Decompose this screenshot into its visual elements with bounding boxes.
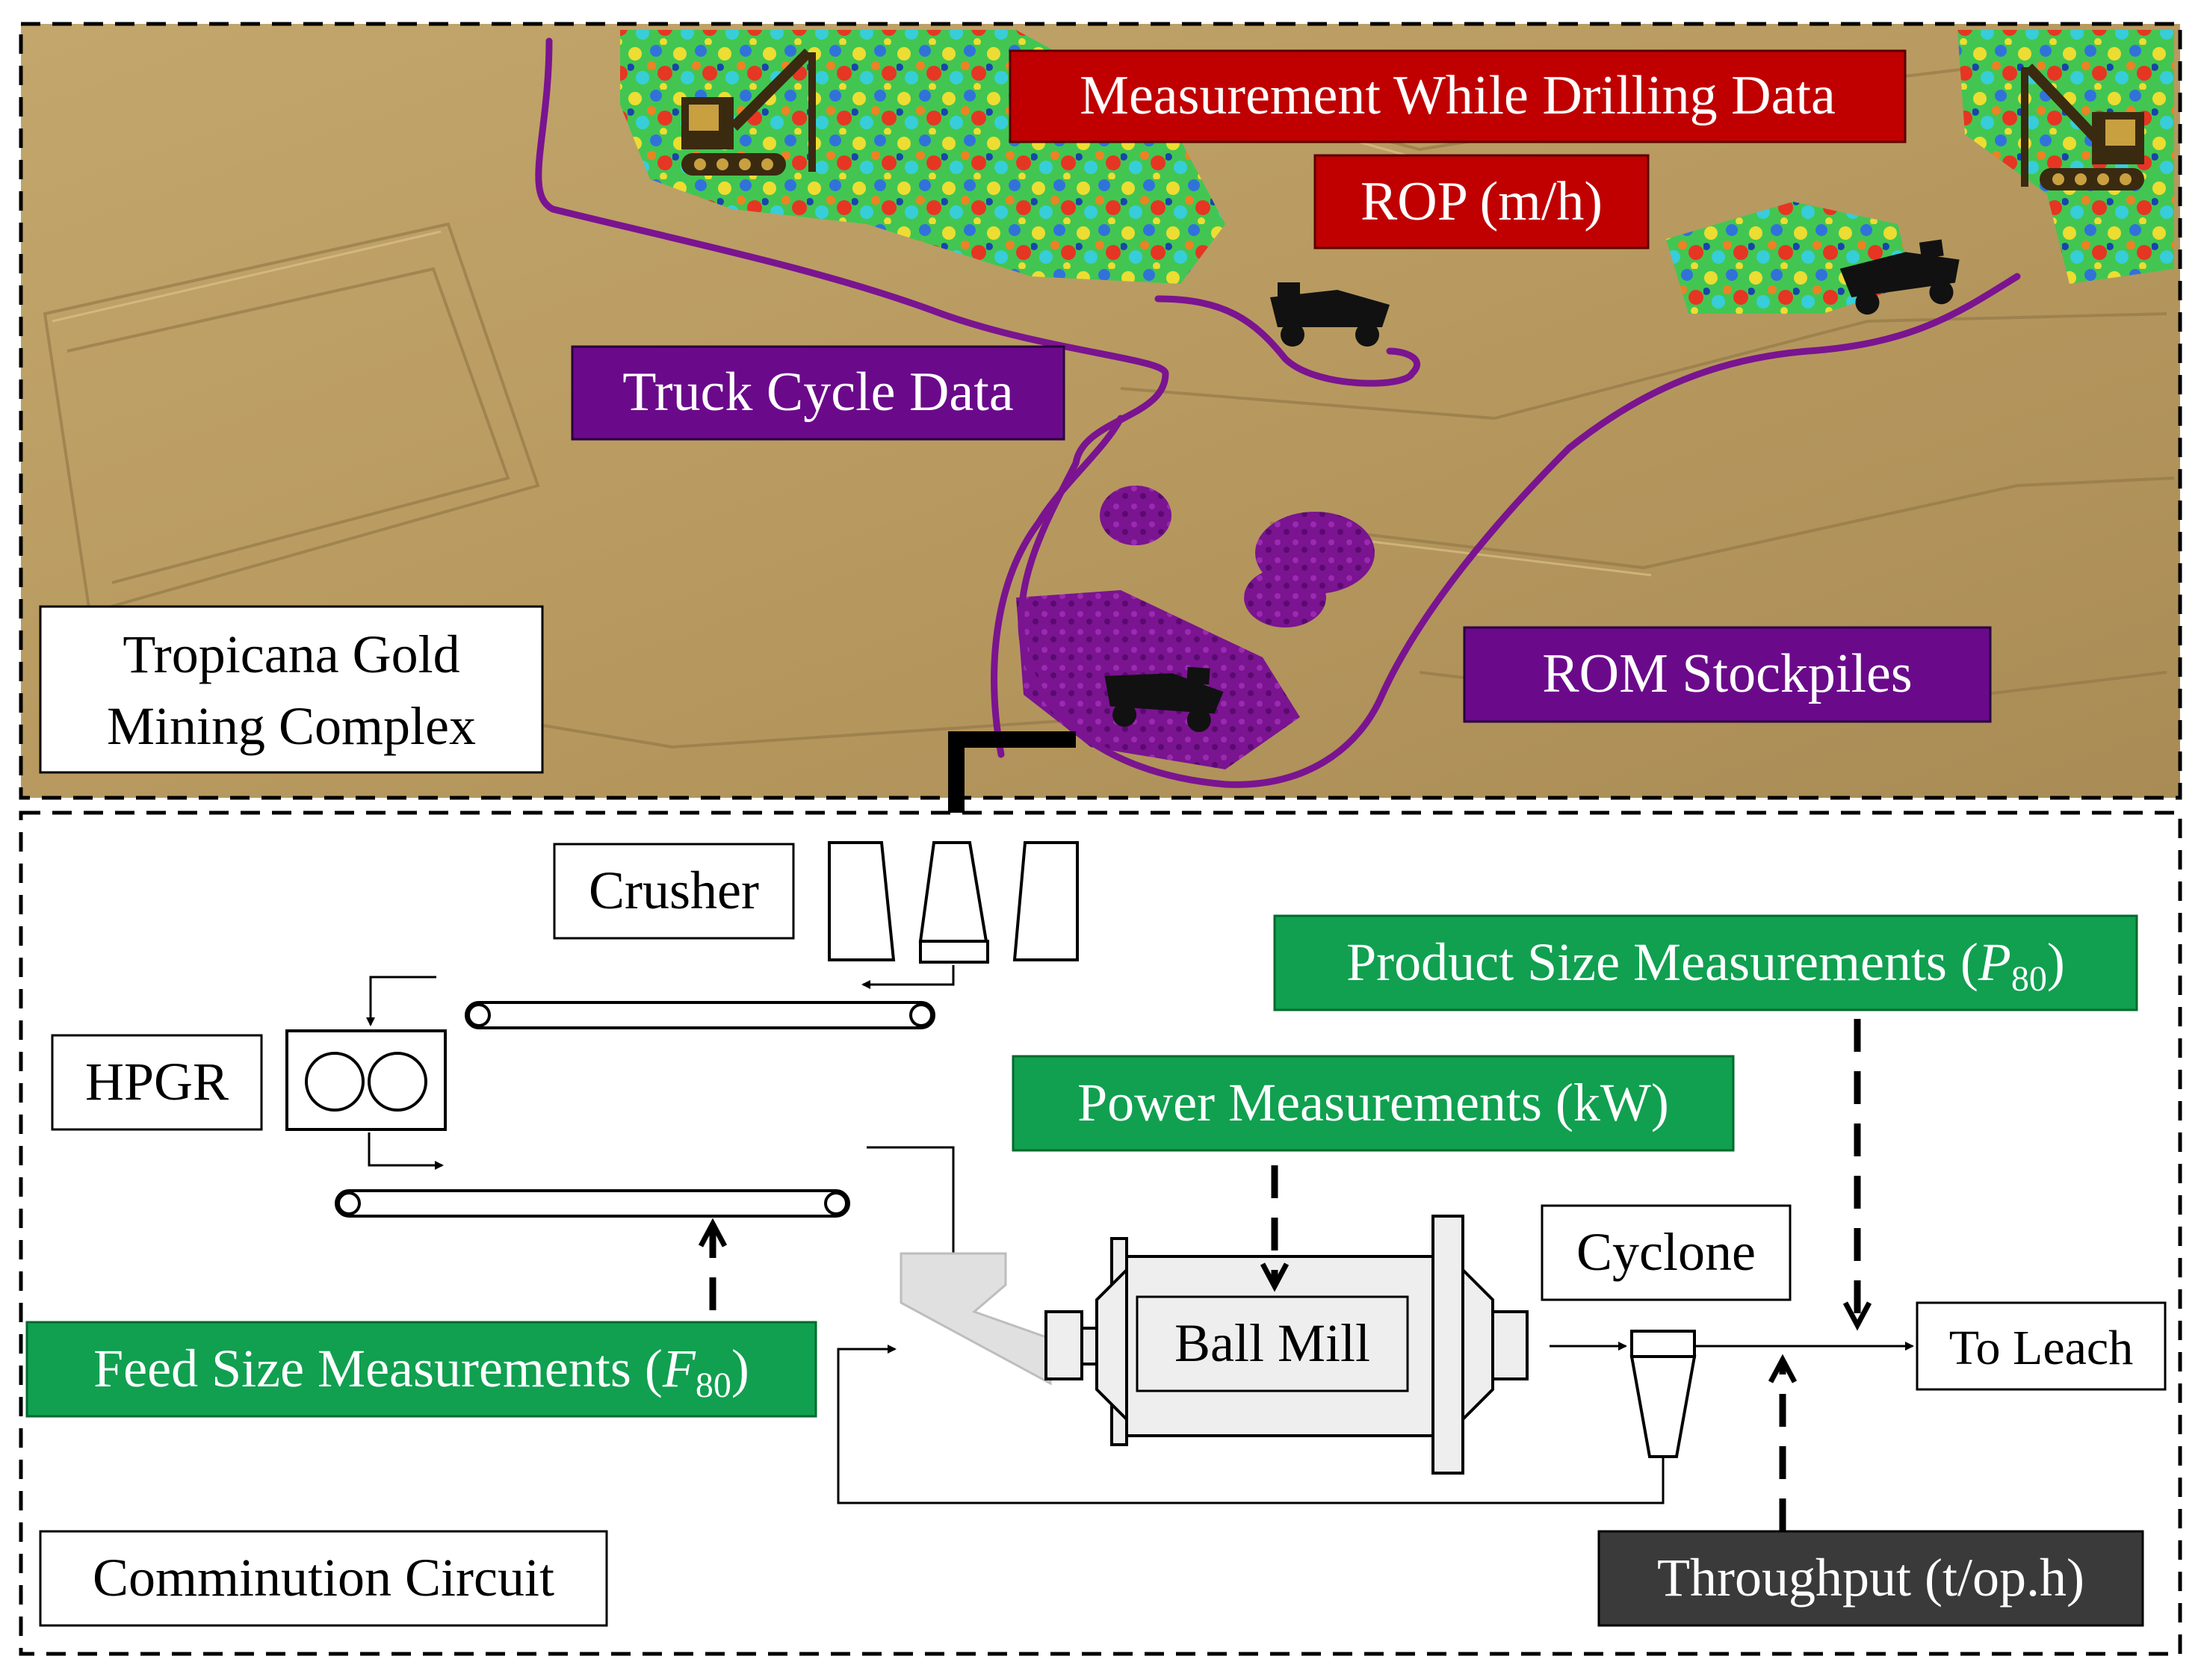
mining-complex-title-line2: Mining Complex — [107, 696, 476, 756]
truck-icon — [1270, 282, 1390, 347]
truck-icon — [1839, 239, 1960, 315]
rom-stockpiles-label: ROM Stockpiles — [1463, 626, 1992, 723]
to-leach-label: To Leach — [1916, 1301, 2167, 1391]
throughput-label: Throughput (t/op.h) — [1597, 1530, 2144, 1627]
haul-roads — [535, 37, 2021, 788]
cyclone-icon — [1629, 1330, 1697, 1458]
power-label-text: Power Measurements (kW) — [1077, 1073, 1669, 1132]
feed-size-label: Feed Size Measurements (F80) — [25, 1321, 817, 1418]
rop-label: ROP (m/h) — [1313, 154, 1650, 249]
drill-rig-icon — [681, 49, 816, 176]
cyclone-label-text: Cyclone — [1576, 1222, 1756, 1282]
lower-conveyor — [335, 1189, 850, 1218]
hpgr-feed-arrow — [366, 976, 436, 1026]
rop-label-text: ROP (m/h) — [1360, 171, 1603, 232]
truck-cycle-label: Truck Cycle Data — [571, 345, 1065, 441]
upper-conveyor — [465, 1001, 935, 1029]
hpgr-label: HPGR — [51, 1034, 263, 1131]
feed-chute — [900, 1252, 1052, 1386]
mining-complex-title: Tropicana Gold Mining Complex — [39, 605, 544, 774]
mwd-label: Measurement While Drilling Data — [1009, 49, 1907, 143]
hpgr-label-text: HPGR — [85, 1052, 229, 1112]
recycle-loop-arrow — [837, 1345, 1665, 1504]
ore-transfer-arrow — [943, 731, 1076, 837]
ball-mill-label-text: Ball Mill — [1174, 1313, 1370, 1373]
svg-text:Feed Size Measurements (F80): Feed Size Measurements (F80) — [93, 1339, 749, 1405]
crusher-icon — [828, 841, 1079, 964]
mine-panel-border — [19, 22, 2182, 800]
product-size-label-text: Product Size Measurements ( — [1346, 932, 1978, 992]
hpgr-out-arrow — [368, 1132, 444, 1170]
drill-rig-icon — [2021, 63, 2144, 190]
power-label: Power Measurements (kW) — [1012, 1055, 1735, 1152]
crusher-label-text: Crusher — [589, 861, 759, 920]
throughput-label-text: Throughput (t/op.h) — [1657, 1548, 2084, 1608]
hpgr-icon — [285, 1029, 447, 1131]
product-size-sub: 80 — [2011, 959, 2047, 999]
mining-complex-title-line1: Tropicana Gold — [123, 624, 459, 684]
feed-size-suffix: ) — [731, 1339, 749, 1398]
crusher-out-arrow — [861, 965, 955, 989]
rom-stockpiles-label-text: ROM Stockpiles — [1542, 643, 1912, 704]
feed-size-label-text: Feed Size Measurements ( — [93, 1339, 663, 1398]
mine-panel: Measurement While Drilling Data ROP (m/h… — [19, 22, 2182, 800]
crusher-label: Crusher — [553, 843, 795, 940]
mwd-label-text: Measurement While Drilling Data — [1080, 65, 1836, 126]
truck-icon — [1104, 666, 1224, 732]
product-size-suffix: ) — [2047, 932, 2065, 992]
feed-size-var: F — [662, 1339, 696, 1398]
svg-text:Product Size Measurements (P80: Product Size Measurements (P80) — [1346, 932, 2065, 999]
ball-mill-label: Ball Mill — [1136, 1295, 1409, 1392]
product-size-var: P — [1978, 932, 2011, 992]
comminution-panel: Crusher HPGR — [19, 810, 2182, 1656]
comminution-title: Comminution Circuit — [39, 1530, 608, 1627]
product-size-label: Product Size Measurements (P80) — [1273, 914, 2138, 1011]
feed-size-sub: 80 — [696, 1366, 731, 1405]
drill-heatmap-far-right — [1957, 30, 2174, 284]
truck-cycle-label-text: Truck Cycle Data — [622, 362, 1013, 423]
comminution-title-text: Comminution Circuit — [93, 1548, 554, 1608]
cyclone-label: Cyclone — [1541, 1204, 1792, 1301]
to-leach-label-text: To Leach — [1949, 1321, 2133, 1375]
